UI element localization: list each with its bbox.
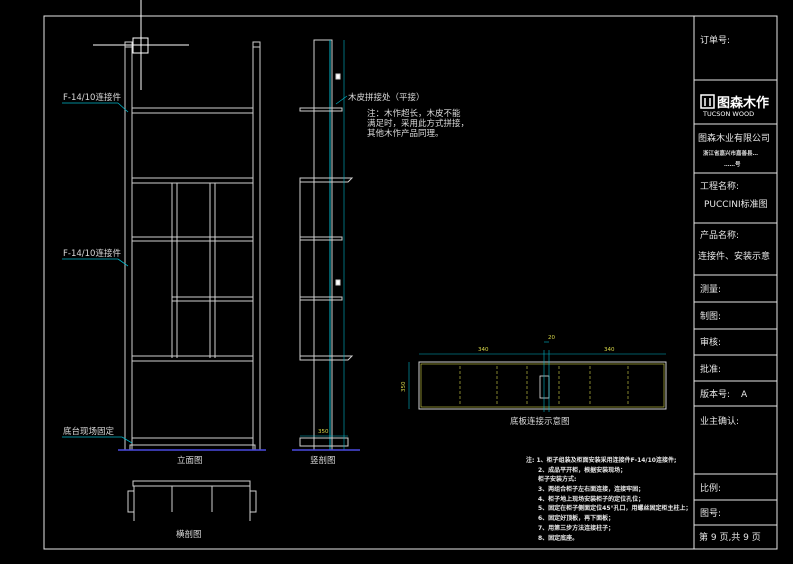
callout-floor-fix: 底台现场固定 xyxy=(63,426,115,437)
base-plate-label: 底板连接示意图 xyxy=(510,416,570,427)
base-dim-right: 340 xyxy=(604,347,615,353)
installation-notes: 注: 1、柜子组装及柜面安装采用连接件F-14/10连接件; 2、成品平开柜，根… xyxy=(526,456,692,542)
vertical-section-view xyxy=(299,39,354,451)
note-line: 7、用第三步方法连接柱子； xyxy=(538,524,614,532)
front-view-label: 立面图 xyxy=(177,455,203,466)
scale-label: 比例: xyxy=(700,482,721,494)
svg-text:350: 350 xyxy=(318,429,329,435)
front-callouts xyxy=(62,102,133,444)
veneer-note-1: 注：木作超长，木皮不能 xyxy=(367,108,461,119)
base-dim-left: 340 xyxy=(478,347,489,353)
logo-mark-icon xyxy=(700,94,715,109)
logo-cn-text: 图森木作 xyxy=(717,95,769,111)
note-line: 6、固定好顶板，再下面板； xyxy=(538,514,614,522)
callout-connector-mid: F-14/10连接件 xyxy=(63,248,121,259)
note-line: 2、成品平开柜，根据安装现场； xyxy=(538,466,626,474)
company-logo: 图森木作 TUCSON WOOD xyxy=(700,94,769,118)
front-elevation-view xyxy=(93,0,261,451)
veneer-note-3: 其他木作产品同理。 xyxy=(367,128,444,139)
sheet-border xyxy=(43,15,778,550)
logo-en-text: TUCSON WOOD xyxy=(702,110,754,118)
product-name-value: 连接件、安装示意 xyxy=(698,250,770,262)
approve-label: 批准: xyxy=(700,363,721,375)
company-name: 图森木业有限公司 xyxy=(698,132,770,144)
drawing-no-label: 图号: xyxy=(700,508,721,519)
survey-label: 测量: xyxy=(700,284,721,295)
section-depth-dimension: 350 xyxy=(300,429,348,437)
title-block xyxy=(693,16,777,549)
veneer-leader xyxy=(335,95,348,105)
base-plate-view xyxy=(408,341,667,412)
callout-connector-top: F-14/10连接件 xyxy=(63,92,121,103)
owner-confirm-label: 业主确认: xyxy=(700,415,739,427)
cross-section-label: 横剖图 xyxy=(176,529,202,540)
note-line: 注: 1、柜子组装及柜面安装采用连接件F-14/10连接件; xyxy=(526,456,676,464)
review-label: 审核: xyxy=(700,336,721,348)
version-value: A xyxy=(741,390,748,400)
base-dim-height: 350 xyxy=(401,381,407,392)
product-name-label: 产品名称: xyxy=(700,229,739,241)
note-line: 5、固定在柜子侧面定位45°孔口，用螺丝固定柜主柱上； xyxy=(538,504,692,512)
company-address-line2: ……号 xyxy=(724,160,741,168)
order-no-label: 订单号: xyxy=(700,34,730,46)
cross-section-view xyxy=(127,480,257,521)
page-info: 第 9 页,共 9 页 xyxy=(699,531,761,543)
section-view-label: 竖剖图 xyxy=(310,455,336,466)
version-label: 版本号: xyxy=(700,388,730,400)
drawn-label: 制图: xyxy=(700,310,721,322)
veneer-note-2: 满足时，采用此方式拼接， xyxy=(367,118,469,129)
note-line: 柜子安装方式: xyxy=(537,475,576,483)
note-line: 4、柜子地上现场安装柜子的定位孔位； xyxy=(538,495,644,503)
base-dim-gap: 20 xyxy=(548,335,555,341)
project-name-value: PUCCINI标准图 xyxy=(704,198,768,210)
note-line: 3、两组合柜子左右面连接，连接牢固； xyxy=(538,485,644,493)
project-name-label: 工程名称: xyxy=(700,180,739,192)
callout-veneer: 木皮拼接处（平接） xyxy=(348,92,425,103)
company-address-line1: 浙江省嘉兴市嘉善县… xyxy=(703,149,759,157)
note-line: 8、固定底座。 xyxy=(538,534,578,542)
